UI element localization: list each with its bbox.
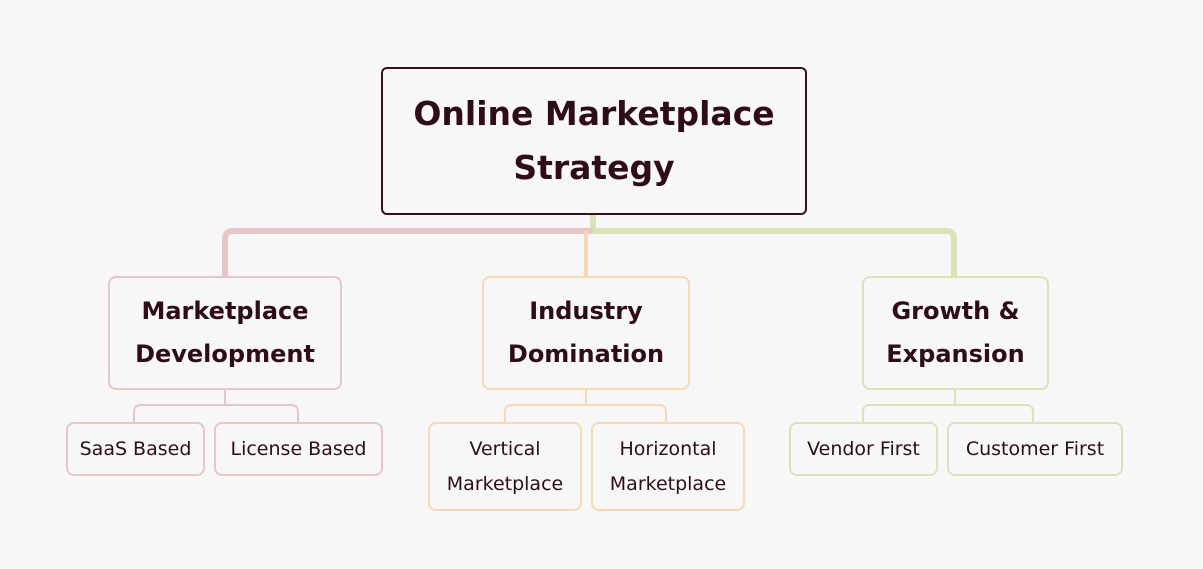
leaf-node-vendor-first[interactable]: Vendor First	[789, 422, 938, 476]
branch-node-label: Growth & Expansion	[886, 297, 1025, 368]
root-node[interactable]: Online Marketplace Strategy	[381, 67, 807, 215]
branch-1-leaf-connector	[133, 390, 299, 422]
leaf-node-saas-based[interactable]: SaaS Based	[66, 422, 205, 476]
leaf-node-label: License Based	[230, 437, 367, 460]
branch-node-marketplace-development[interactable]: Marketplace Development	[108, 276, 342, 390]
leaf-node-label: Vendor First	[807, 437, 920, 460]
leaf-node-horizontal-marketplace[interactable]: Horizontal Marketplace	[591, 422, 745, 511]
bus-connector-right	[593, 228, 957, 276]
leaf-node-label: Horizontal Marketplace	[609, 437, 727, 495]
branch-node-label: Marketplace Development	[135, 297, 315, 368]
branch-node-label: Industry Domination	[507, 297, 665, 368]
leaf-node-label: Customer First	[965, 437, 1105, 460]
root-node-label: Online Marketplace Strategy	[413, 94, 775, 187]
leaf-node-label: SaaS Based	[79, 437, 192, 460]
leaf-node-license-based[interactable]: License Based	[214, 422, 383, 476]
branch-node-growth-expansion[interactable]: Growth & Expansion	[862, 276, 1049, 390]
branch-2-leaf-connector	[504, 390, 667, 422]
leaf-node-vertical-marketplace[interactable]: Vertical Marketplace	[428, 422, 582, 511]
leaf-node-customer-first[interactable]: Customer First	[947, 422, 1123, 476]
branch-3-leaf-connector	[862, 390, 1034, 422]
leaf-node-label: Vertical Marketplace	[446, 437, 564, 495]
branch-node-industry-domination[interactable]: Industry Domination	[482, 276, 690, 390]
bus-connector-left	[222, 228, 593, 276]
